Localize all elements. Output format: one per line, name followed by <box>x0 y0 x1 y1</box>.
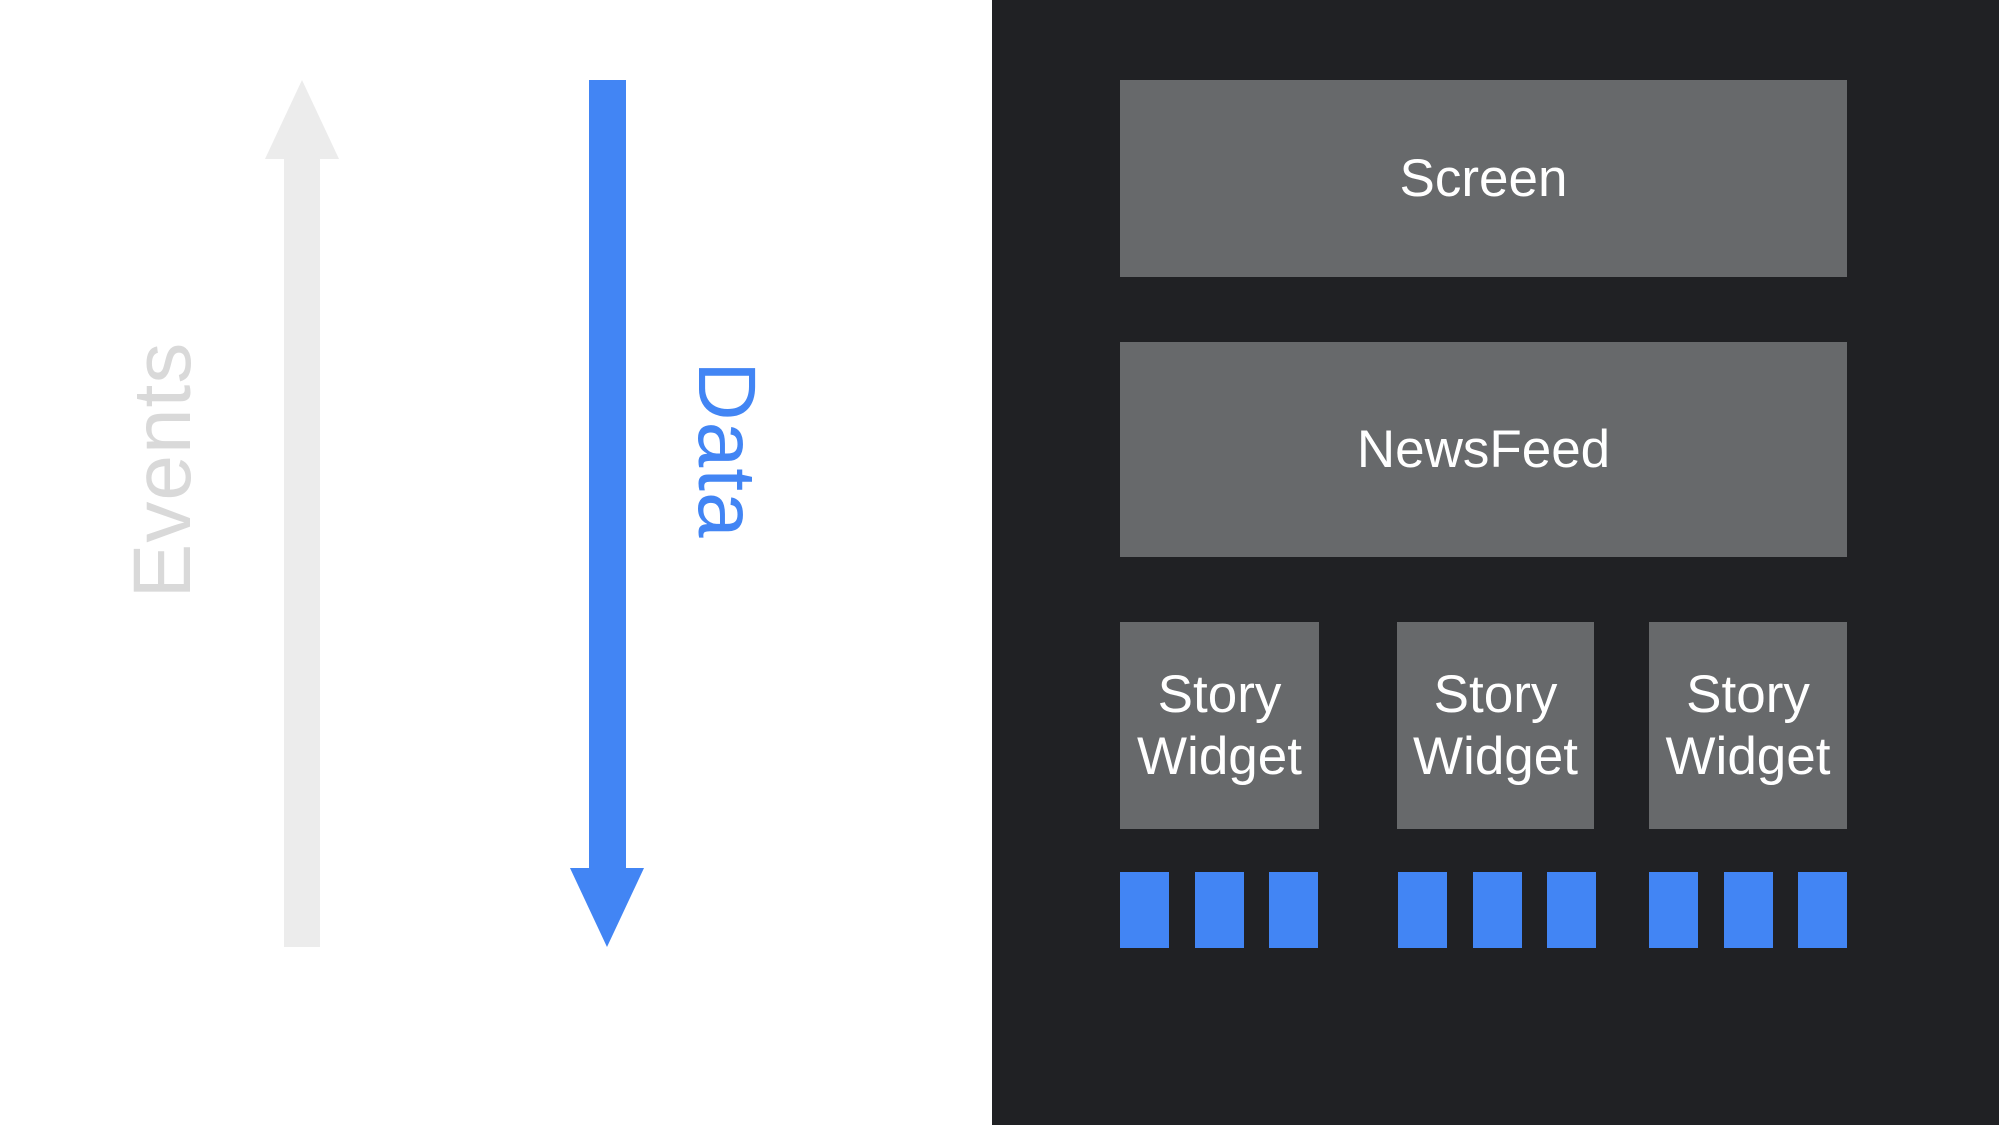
screen-box: Screen <box>1120 80 1847 277</box>
data-item-square <box>1798 872 1847 948</box>
story-widget-label-line1: Story <box>1433 664 1558 724</box>
data-down-arrow-shaft <box>589 80 626 868</box>
data-down-arrow-head-icon <box>570 868 644 947</box>
events-data-flow-panel: Events Data <box>0 0 992 1125</box>
screen-box-label: Screen <box>1399 149 1568 208</box>
events-label: Events <box>117 341 208 599</box>
data-item-square <box>1473 872 1522 948</box>
data-item-square <box>1195 872 1244 948</box>
data-item-square <box>1724 872 1773 948</box>
data-item-square <box>1269 872 1318 948</box>
events-up-arrow-shaft <box>284 159 320 947</box>
data-item-square <box>1398 872 1447 948</box>
story-widget-label-line2: Widget <box>1413 726 1578 786</box>
events-up-arrow-head-icon <box>265 80 339 159</box>
story-widget-box: Story Widget <box>1120 622 1319 829</box>
story-widget-box: Story Widget <box>1397 622 1594 829</box>
newsfeed-box: NewsFeed <box>1120 342 1847 557</box>
data-item-square <box>1547 872 1596 948</box>
story-widget-label-line1: Story <box>1157 664 1282 724</box>
widget-tree-panel: Screen NewsFeed Story Widget Story Widge… <box>992 0 1999 1125</box>
story-widget-label-line2: Widget <box>1665 726 1831 786</box>
data-item-square <box>1120 872 1169 948</box>
story-widget-label-line1: Story <box>1686 664 1810 724</box>
data-item-square <box>1649 872 1698 948</box>
story-widget-box: Story Widget <box>1649 622 1847 829</box>
story-widget-label-line2: Widget <box>1137 726 1302 786</box>
data-label: Data <box>681 361 772 539</box>
newsfeed-box-label: NewsFeed <box>1356 420 1611 479</box>
